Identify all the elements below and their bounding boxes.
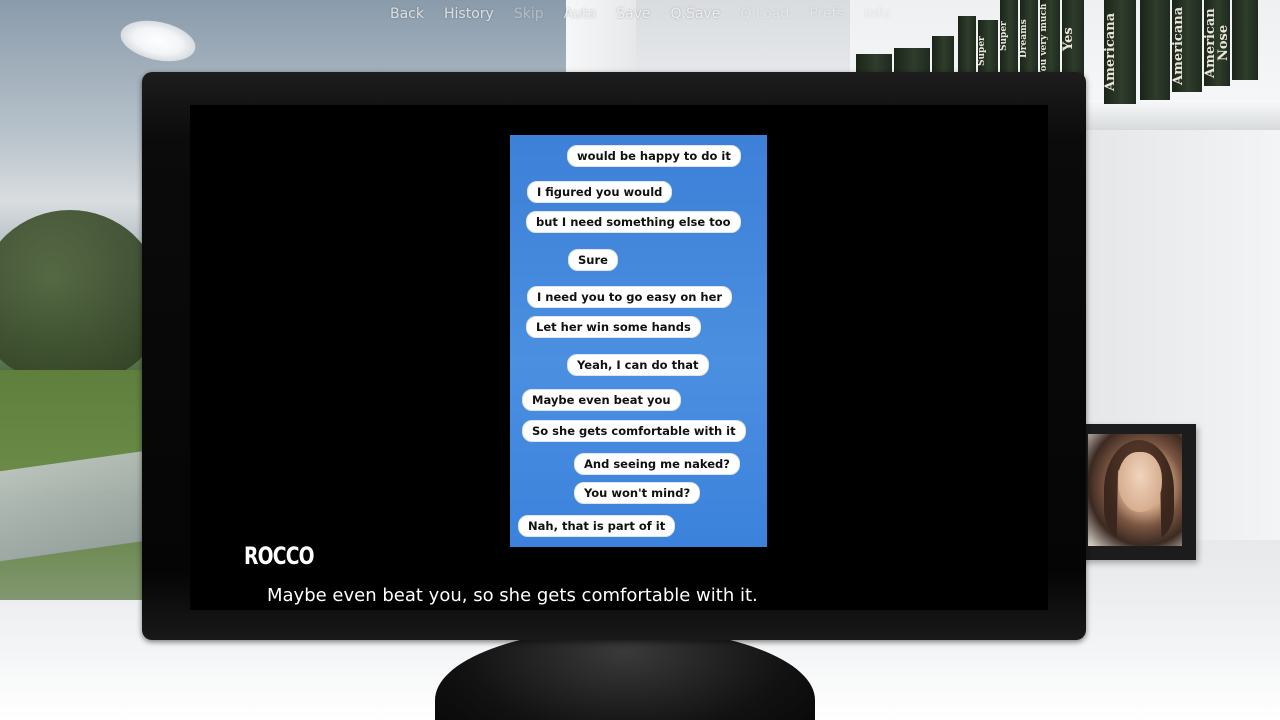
chat-bubble: Sure [568,249,618,271]
history-button[interactable]: History [444,6,494,22]
dialogue-text[interactable]: Maybe even beat you, so she gets comfort… [267,585,758,606]
back-button[interactable]: Back [390,6,424,22]
preferences-button[interactable]: Prefs [809,6,844,22]
auto-button[interactable]: Auto [563,6,597,22]
chat-bubble: You won't mind? [574,482,701,504]
quick-load-button[interactable]: Q.Load [740,6,790,22]
speaker-name: ROCCO [244,542,315,570]
info-button[interactable]: Info [863,6,891,22]
chat-bubble: I figured you would [527,181,673,203]
book-spine [1140,0,1170,100]
quick-save-button[interactable]: Q.Save [670,6,721,22]
chat-bubble: but I need something else too [526,211,741,233]
chat-bubble: Maybe even beat you [522,389,681,411]
portrait-face [1118,452,1162,512]
skip-button[interactable]: Skip [513,6,544,22]
portrait-photo [1088,434,1182,546]
chat-bubble: Nah, that is part of it [518,515,676,537]
book-spine: Americana [1172,0,1202,92]
save-button[interactable]: Save [616,6,651,22]
book-spine: You very much [1040,0,1060,80]
chat-bubble: I need you to go easy on her [527,286,733,308]
quick-menu: Back History Skip Auto Save Q.Save Q.Loa… [390,4,900,24]
chat-bubble: So she gets comfortable with it [522,420,746,442]
book-spine: Super [1000,0,1018,72]
photo-frame [1080,424,1196,560]
chat-bubble: And seeing me naked? [574,453,740,475]
chat-panel: would be happy to do it I figured you wo… [510,135,767,547]
book-spine: Americana [1104,0,1136,104]
shelf-board [1080,100,1280,130]
book-spine: Dreams [1020,0,1038,78]
book-spine: American Nose [1204,0,1230,86]
chat-bubble: Let her win some hands [526,316,701,338]
book-spine [1232,0,1258,80]
chat-bubble: would be happy to do it [567,145,741,167]
book-spine: Yes [1062,0,1084,78]
tree-outside-window [0,210,160,380]
chat-bubble: Yeah, I can do that [567,354,709,376]
